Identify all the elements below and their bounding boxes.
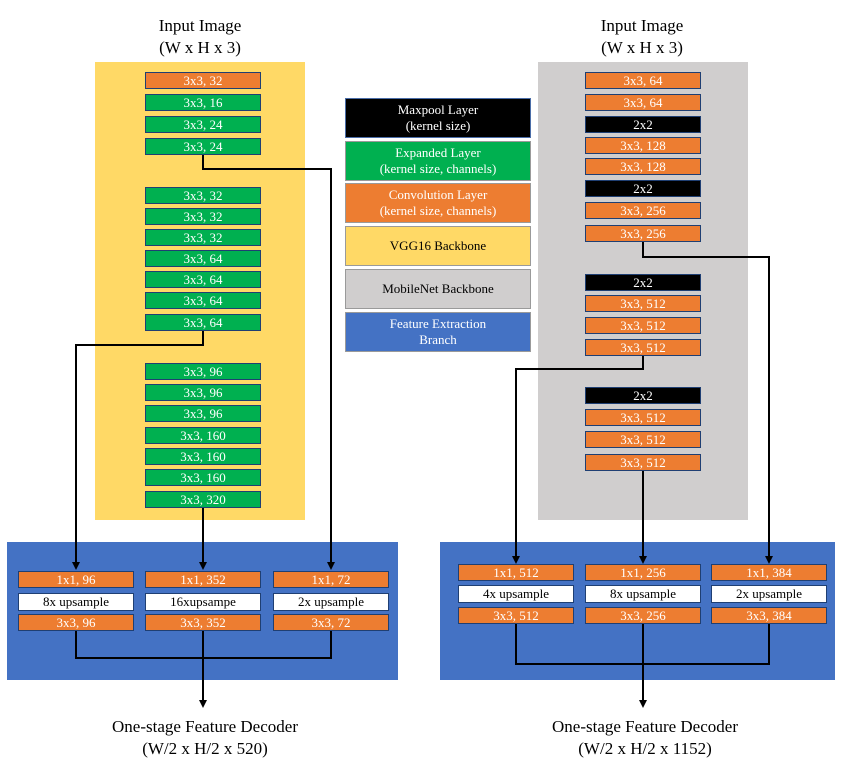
- legend-expanded-line2: (kernel size, channels): [379, 161, 497, 176]
- left-branch-conv-in: 1x1, 72: [273, 571, 389, 588]
- right-branch-conv-in: 1x1, 256: [585, 564, 701, 581]
- vgg-layer-expanded: 3x3, 96: [145, 363, 261, 380]
- mobilenet-layer-maxpool: 2x2: [585, 180, 701, 197]
- vgg-layer-expanded: 3x3, 64: [145, 314, 261, 331]
- legend-feature: Feature Extraction Branch: [345, 312, 531, 352]
- legend-maxpool: Maxpool Layer (kernel size): [345, 98, 531, 138]
- legend-mobilenet: MobileNet Backbone: [345, 269, 531, 309]
- legend-maxpool-line2: (kernel size): [405, 118, 471, 133]
- legend-feature-line2: Branch: [419, 332, 457, 347]
- left-branch-upsample: 16xupsampe: [145, 593, 261, 611]
- left-output-title: One-stage Feature Decoder: [112, 717, 298, 736]
- right-branch-conv-in: 1x1, 512: [458, 564, 574, 581]
- vgg-layer-expanded: 3x3, 24: [145, 138, 261, 155]
- mobilenet-layer-conv: 3x3, 128: [585, 158, 701, 175]
- left-branch-upsample: 8x upsample: [18, 593, 134, 611]
- vgg-layer-expanded: 3x3, 64: [145, 292, 261, 309]
- mobilenet-layer-conv: 3x3, 512: [585, 454, 701, 471]
- right-skip-line-2: [512, 355, 644, 564]
- legend-vgg: VGG16 Backbone: [345, 226, 531, 266]
- left-branch-upsample: 2x upsample: [273, 593, 389, 611]
- right-input-title: Input Image: [600, 16, 684, 35]
- left-skip-line-2: [72, 329, 204, 570]
- legend-expanded-line1: Expanded Layer: [395, 145, 481, 160]
- right-input-dims: (W x H x 3): [601, 38, 683, 57]
- right-output-title: One-stage Feature Decoder: [552, 717, 738, 736]
- vgg-layer-expanded: 3x3, 160: [145, 448, 261, 465]
- legend-expanded: Expanded Layer (kernel size, channels): [345, 141, 531, 181]
- right-branch-conv-out: 3x3, 384: [711, 607, 827, 624]
- right-branch-conv-in: 1x1, 384: [711, 564, 827, 581]
- legend-feature-line1: Feature Extraction: [389, 316, 487, 331]
- vgg-layer-expanded: 3x3, 64: [145, 250, 261, 267]
- right-branch-upsample: 4x upsample: [458, 585, 574, 603]
- mobilenet-layer-maxpool: 2x2: [585, 116, 701, 133]
- mobilenet-layer-conv: 3x3, 512: [585, 317, 701, 334]
- mobilenet-layer-conv: 3x3, 64: [585, 94, 701, 111]
- mobilenet-layer-conv: 3x3, 512: [585, 295, 701, 312]
- left-output-dims: (W/2 x H/2 x 520): [142, 739, 268, 758]
- left-branch-conv-out: 3x3, 352: [145, 614, 261, 631]
- vgg-layer-expanded: 3x3, 96: [145, 405, 261, 422]
- right-output-dims: (W/2 x H/2 x 1152): [578, 739, 712, 758]
- left-branch-conv-in: 1x1, 352: [145, 571, 261, 588]
- vgg-layer-expanded: 3x3, 24: [145, 116, 261, 133]
- legend-vgg-label: VGG16 Backbone: [389, 238, 487, 253]
- vgg-layer-expanded: 3x3, 96: [145, 384, 261, 401]
- mobilenet-layer-conv: 3x3, 64: [585, 72, 701, 89]
- mobilenet-layer-conv: 3x3, 128: [585, 137, 701, 154]
- vgg-layer-expanded: 3x3, 160: [145, 469, 261, 486]
- left-input-dims: (W x H x 3): [159, 38, 241, 57]
- right-branch-upsample: 2x upsample: [711, 585, 827, 603]
- left-branch-conv-in: 1x1, 96: [18, 571, 134, 588]
- vgg-layer-expanded: 3x3, 160: [145, 427, 261, 444]
- mobilenet-layer-conv: 3x3, 512: [585, 339, 701, 356]
- legend-conv-line1: Convolution Layer: [388, 187, 488, 202]
- mobilenet-layer-conv: 3x3, 512: [585, 431, 701, 448]
- left-skip-line-1: [202, 153, 335, 570]
- left-input-title: Input Image: [158, 16, 242, 35]
- right-branch-conv-out: 3x3, 256: [585, 607, 701, 624]
- vgg-layer-expanded: 3x3, 32: [145, 187, 261, 204]
- right-branch-conv-out: 3x3, 512: [458, 607, 574, 624]
- vgg-layer-expanded: 3x3, 320: [145, 491, 261, 508]
- legend-conv: Convolution Layer (kernel size, channels…: [345, 183, 531, 223]
- left-branch-conv-out: 3x3, 96: [18, 614, 134, 631]
- vgg-layer-expanded: 3x3, 64: [145, 271, 261, 288]
- vgg-layer-expanded: 3x3, 32: [145, 208, 261, 225]
- right-skip-line-1: [642, 240, 773, 564]
- mobilenet-layer-conv: 3x3, 512: [585, 409, 701, 426]
- vgg-layer-expanded: 3x3, 16: [145, 94, 261, 111]
- mobilenet-layer-conv: 3x3, 256: [585, 202, 701, 219]
- legend-mobilenet-label: MobileNet Backbone: [382, 281, 494, 296]
- legend-maxpool-line1: Maxpool Layer: [397, 102, 479, 117]
- right-branch-upsample: 8x upsample: [585, 585, 701, 603]
- mobilenet-layer-conv: 3x3, 256: [585, 225, 701, 242]
- mobilenet-layer-maxpool: 2x2: [585, 387, 701, 404]
- mobilenet-layer-maxpool: 2x2: [585, 274, 701, 291]
- vgg-layer-conv: 3x3, 32: [145, 72, 261, 89]
- left-branch-conv-out: 3x3, 72: [273, 614, 389, 631]
- vgg-layer-expanded: 3x3, 32: [145, 229, 261, 246]
- legend-conv-line2: (kernel size, channels): [379, 203, 497, 218]
